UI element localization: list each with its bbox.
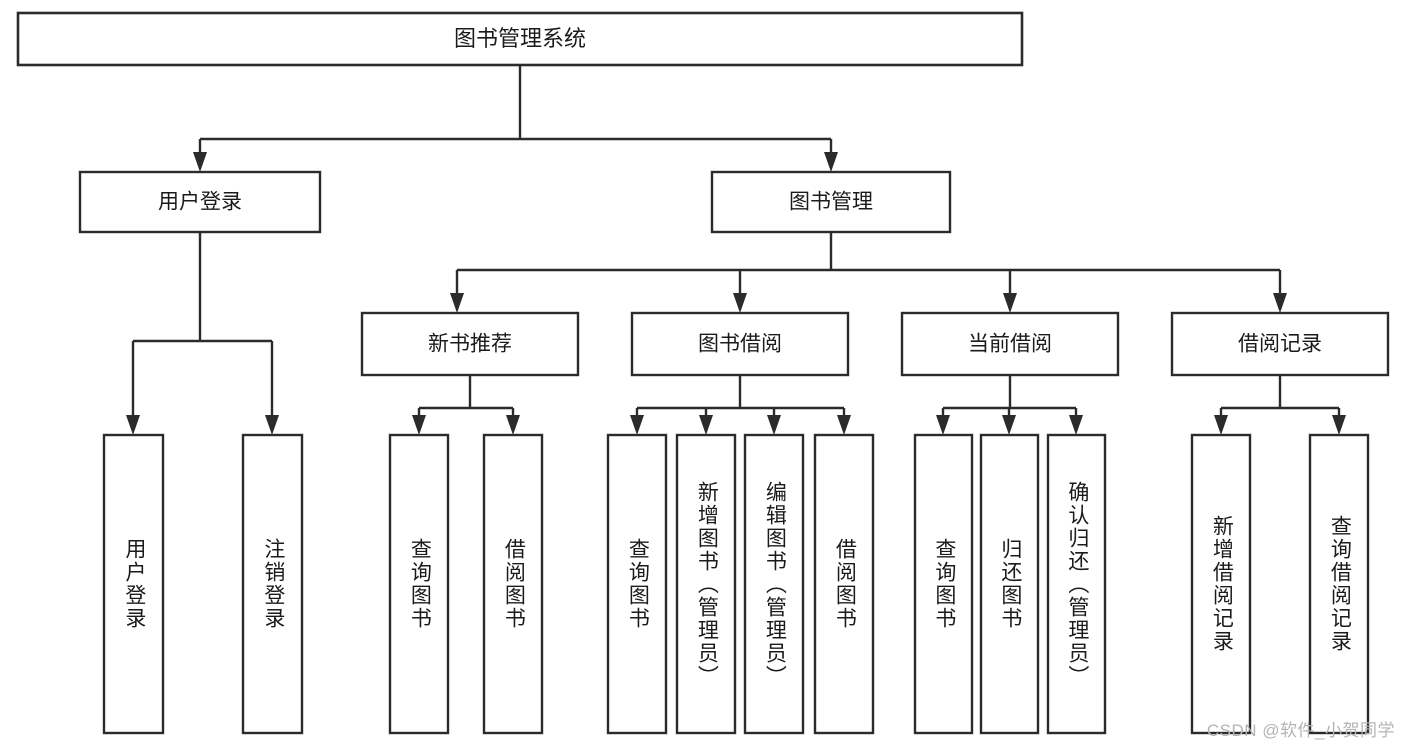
arrow-new-book-recommend-leaf-1 bbox=[506, 415, 520, 435]
node-new-book-recommend[interactable] bbox=[360, 311, 580, 377]
node-leaf-query-book-2[interactable] bbox=[606, 433, 668, 735]
node-root-label: 图书管理系统 bbox=[454, 26, 586, 51]
node-new-book-recommend-rect bbox=[360, 311, 580, 377]
node-book-borrow-rect bbox=[630, 311, 850, 377]
node-leaf-user-login[interactable] bbox=[102, 433, 165, 735]
arrow-root-1 bbox=[824, 152, 838, 172]
node-leaf-add-record-rect bbox=[1190, 433, 1252, 735]
node-borrow-record-rect bbox=[1170, 311, 1390, 377]
arrow-book-manage-3 bbox=[1273, 293, 1287, 313]
node-root[interactable] bbox=[16, 11, 1024, 67]
arrow-root-0 bbox=[193, 152, 207, 172]
node-leaf-add-book-rect bbox=[675, 433, 737, 735]
arrow-book-borrow-leaf-0 bbox=[630, 415, 644, 435]
node-leaf-query-record-rect bbox=[1308, 433, 1370, 735]
node-leaf-borrow-book-2-rect bbox=[813, 433, 875, 735]
node-current-borrow[interactable] bbox=[900, 311, 1120, 377]
arrow-new-book-recommend-leaf-0 bbox=[412, 415, 426, 435]
node-leaf-user-login-rect bbox=[102, 433, 165, 735]
node-book-manage-label: 图书管理 bbox=[789, 191, 873, 214]
node-current-borrow-label: 当前借阅 bbox=[968, 333, 1052, 356]
node-leaf-query-book-1-rect bbox=[388, 433, 450, 735]
node-leaf-query-record[interactable] bbox=[1308, 433, 1370, 735]
arrow-user-login-leaf-1 bbox=[265, 415, 279, 435]
node-leaf-borrow-book-1[interactable] bbox=[482, 433, 544, 735]
arrow-borrow-record-leaf-1 bbox=[1332, 415, 1346, 435]
node-book-borrow[interactable] bbox=[630, 311, 850, 377]
node-borrow-record[interactable] bbox=[1170, 311, 1390, 377]
node-borrow-record-label: 借阅记录 bbox=[1238, 333, 1322, 356]
node-leaf-logout-login[interactable] bbox=[241, 433, 304, 735]
node-root-rect bbox=[16, 11, 1024, 67]
arrow-current-borrow-leaf-1 bbox=[1002, 415, 1016, 435]
arrow-book-manage-0 bbox=[450, 293, 464, 313]
node-leaf-edit-book-rect bbox=[743, 433, 805, 735]
node-leaf-edit-book[interactable] bbox=[743, 433, 805, 735]
arrow-book-borrow-leaf-3 bbox=[837, 415, 851, 435]
node-leaf-return-book-rect bbox=[979, 433, 1040, 735]
node-leaf-query-book-1[interactable] bbox=[388, 433, 450, 735]
node-leaf-add-book[interactable] bbox=[675, 433, 737, 735]
node-leaf-query-book-3-rect bbox=[913, 433, 974, 735]
node-book-borrow-label: 图书借阅 bbox=[698, 333, 782, 356]
node-leaf-borrow-book-1-rect bbox=[482, 433, 544, 735]
arrow-book-manage-2 bbox=[1003, 293, 1017, 313]
arrow-current-borrow-leaf-2 bbox=[1069, 415, 1083, 435]
node-new-book-recommend-label: 新书推荐 bbox=[428, 333, 512, 356]
node-leaf-confirm-return[interactable] bbox=[1046, 433, 1107, 735]
node-leaf-return-book[interactable] bbox=[979, 433, 1040, 735]
node-user-login-label: 用户登录 bbox=[158, 191, 242, 214]
node-book-manage-rect bbox=[710, 170, 952, 234]
arrow-user-login-leaf-0 bbox=[126, 415, 140, 435]
node-leaf-confirm-return-rect bbox=[1046, 433, 1107, 735]
arrow-book-manage-1 bbox=[733, 293, 747, 313]
node-leaf-query-book-2-rect bbox=[606, 433, 668, 735]
node-leaf-borrow-book-2[interactable] bbox=[813, 433, 875, 735]
node-leaf-add-record[interactable] bbox=[1190, 433, 1252, 735]
arrow-book-borrow-leaf-1 bbox=[699, 415, 713, 435]
arrow-book-borrow-leaf-2 bbox=[767, 415, 781, 435]
node-leaf-logout-login-rect bbox=[241, 433, 304, 735]
node-book-manage[interactable] bbox=[710, 170, 952, 234]
arrow-borrow-record-leaf-0 bbox=[1214, 415, 1228, 435]
node-current-borrow-rect bbox=[900, 311, 1120, 377]
node-leaf-query-book-3[interactable] bbox=[913, 433, 974, 735]
watermark: CSDN @软件_小贺同学 bbox=[1206, 721, 1395, 740]
arrow-current-borrow-leaf-0 bbox=[936, 415, 950, 435]
